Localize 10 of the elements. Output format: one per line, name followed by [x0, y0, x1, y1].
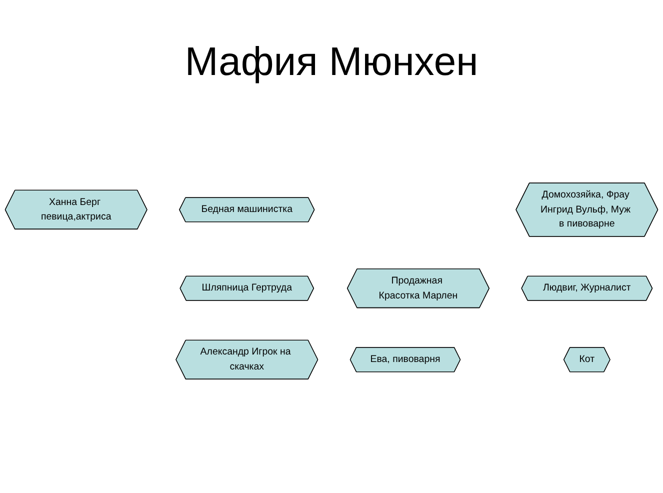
diagram-title: Мафия Мюнхен — [184, 40, 480, 85]
octagon-node: Бедная машинистка — [179, 197, 315, 222]
octagon-node: Ханна Берг певица,актриса — [4, 190, 148, 230]
octagon-node: Продажная Красотка Марлен — [346, 268, 490, 308]
octagon-node: Домохозяйка, Фрау Ингрид Вульф, Муж в пивоварне — [516, 182, 658, 237]
octagon-node: Шляпница Гертруда — [180, 276, 314, 301]
octagon-node: Александр Игрок на скачках — [176, 340, 318, 380]
octagon-node: Ева, пивоварня — [350, 347, 461, 372]
octagon-node: Людвиг, Журналист — [521, 276, 653, 301]
octagon-node: Кот — [563, 347, 610, 372]
